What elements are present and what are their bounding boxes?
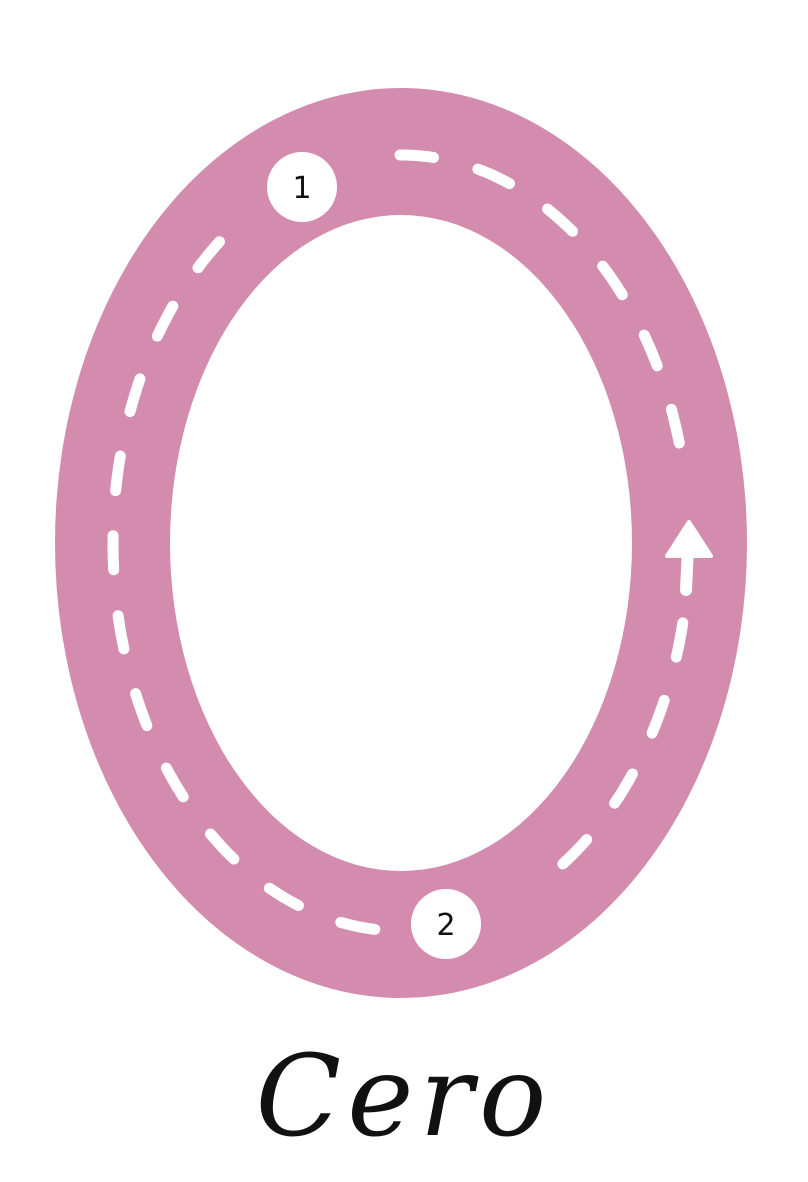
tracing-dash xyxy=(192,236,225,274)
tracing-dash xyxy=(335,916,381,935)
tracing-dash xyxy=(638,329,663,372)
tracing-dash xyxy=(609,768,638,809)
start-marker: 1 xyxy=(267,152,337,222)
tracing-dash xyxy=(151,300,179,342)
tracing-dash xyxy=(472,163,515,190)
tracing-dash xyxy=(160,762,189,803)
tracing-dash xyxy=(665,403,685,449)
tracing-dash xyxy=(597,260,628,301)
tracing-dash xyxy=(670,617,689,663)
tracing-dash xyxy=(130,688,153,732)
start-marker-label: 1 xyxy=(292,171,311,206)
number-word: Cero xyxy=(256,1032,553,1162)
end-marker: 2 xyxy=(411,889,481,959)
tracing-dash xyxy=(112,610,130,655)
tracing-dash xyxy=(124,373,146,418)
zero-ring-inner xyxy=(170,215,632,871)
tracing-dash xyxy=(110,450,126,497)
tracing-dashes xyxy=(107,149,689,935)
arrow-up-icon xyxy=(665,520,713,596)
tracing-dash xyxy=(646,694,670,739)
tracing-dash xyxy=(107,530,120,576)
tracing-dash xyxy=(542,203,578,237)
tracing-dash xyxy=(557,834,593,870)
tracing-dash xyxy=(263,882,304,911)
tracing-dash xyxy=(394,149,439,163)
tracing-dash xyxy=(205,828,240,865)
end-marker-label: 2 xyxy=(436,908,455,943)
